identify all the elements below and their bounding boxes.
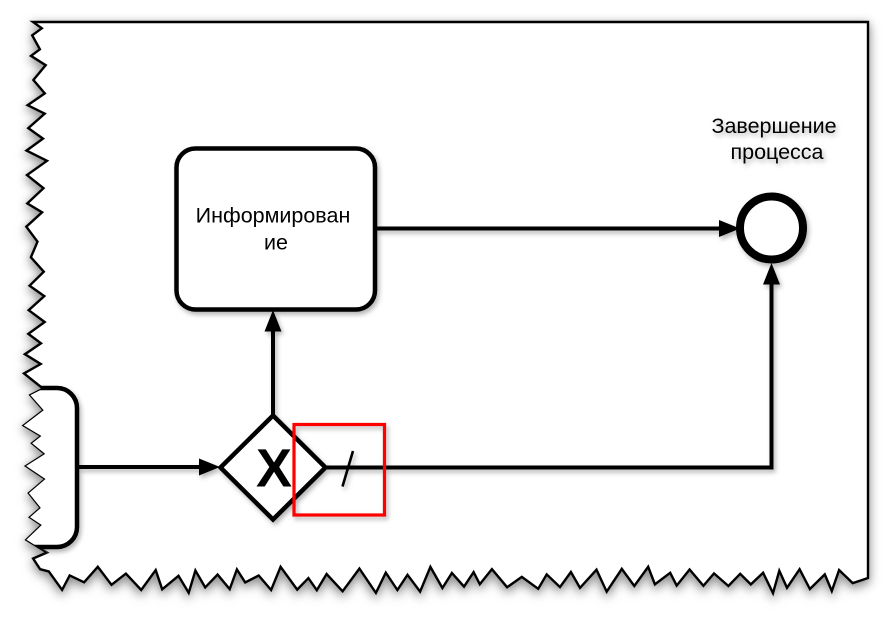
arrowhead-right-icon — [199, 458, 220, 476]
diagram-content: X Информирован ие Завершение процесса — [23, 114, 842, 550]
exclusive-gateway — [217, 412, 329, 523]
arrowhead-up-icon — [763, 263, 780, 285]
arrowhead-up-icon — [264, 310, 282, 332]
gateway-x-marker: X — [256, 439, 292, 499]
torn-page-edge — [21, 20, 870, 597]
highlight-rectangle — [292, 422, 387, 517]
sequence-flow-default-to-end — [325, 284, 774, 470]
task-label: Информирован ие — [196, 204, 357, 255]
end-event-label: Завершение процесса — [711, 114, 842, 164]
default-flow-slash-marker — [341, 450, 355, 487]
bpmn-task-informing — [174, 146, 378, 312]
arrowhead-right-icon — [719, 220, 740, 237]
end-event-circle — [736, 192, 807, 264]
